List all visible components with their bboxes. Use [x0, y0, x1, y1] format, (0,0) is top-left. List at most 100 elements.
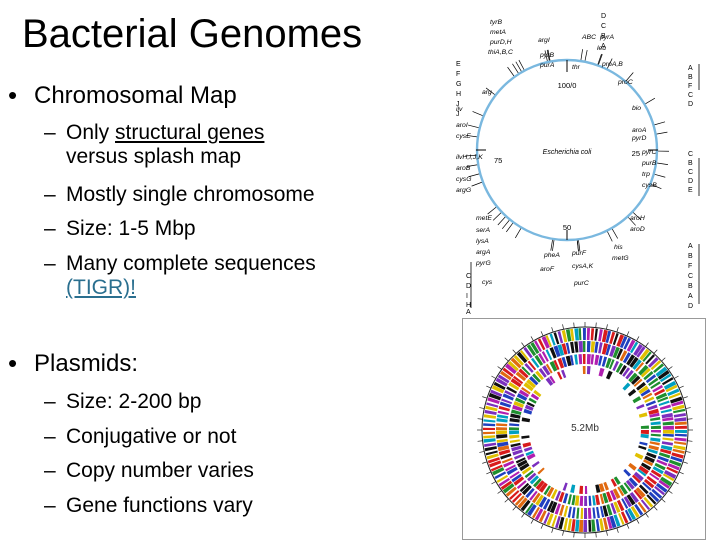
- sub-structural-genes-prefix: Only: [66, 121, 115, 144]
- gene-label: argI: [538, 37, 550, 44]
- gene-segment: [583, 520, 587, 532]
- gene-segment: [585, 486, 587, 494]
- organism-label: Escherichia coli: [543, 149, 592, 156]
- gene-segment: [483, 432, 495, 435]
- gene-segment: [588, 508, 592, 519]
- gene-label: argG: [456, 187, 471, 194]
- ring-tick: [606, 324, 607, 329]
- position-0-label: 100/0: [558, 81, 577, 90]
- gene-segment: [572, 507, 576, 518]
- gene-segment: [675, 426, 687, 429]
- cluster-letter: D: [466, 283, 471, 290]
- ring-tick: [531, 336, 534, 340]
- ring-tick: [646, 343, 649, 347]
- gene-segment: [587, 354, 591, 364]
- structural-genes-underlined: structural genes: [115, 121, 264, 144]
- gene-segment: [496, 427, 507, 430]
- ring-tick: [679, 386, 684, 388]
- gene-segment: [568, 494, 572, 504]
- gene-segment: [583, 328, 586, 340]
- cluster-letter: F: [456, 71, 460, 78]
- ring-tick: [668, 491, 672, 494]
- cluster-letter: B: [688, 160, 693, 167]
- gene-segment: [598, 329, 603, 341]
- gene-segment: [483, 435, 495, 438]
- ring-tick: [627, 524, 629, 529]
- ring-tick: [683, 462, 688, 464]
- ring-tick: [498, 367, 502, 370]
- ring-tick: [637, 336, 640, 340]
- bullet-dot: •: [8, 80, 17, 111]
- ring-tick: [531, 519, 534, 523]
- ring-tick: [479, 451, 484, 452]
- ring-tick: [668, 367, 672, 370]
- cluster-letter: J: [456, 111, 460, 118]
- sub-dash: –: [44, 217, 56, 241]
- ring-tick: [498, 491, 502, 494]
- gene-segment: [591, 354, 594, 364]
- gene-segment: [576, 508, 579, 519]
- gene-segment: [498, 411, 509, 415]
- gene-segment: [484, 443, 496, 447]
- sub-dash: –: [44, 183, 56, 207]
- gene-segment: [651, 434, 661, 437]
- ring-tick: [522, 343, 525, 347]
- gene-label: serA: [476, 227, 490, 234]
- ring-tick: [482, 397, 487, 399]
- gene-segment: [510, 439, 520, 443]
- gene-marker-line: [656, 163, 668, 165]
- gene-segment: [485, 446, 497, 451]
- gene-segment: [591, 328, 595, 340]
- gene-marker-line: [473, 111, 484, 116]
- sub-conjugative: Conjugative or not: [66, 425, 236, 449]
- gene-label: purB: [641, 160, 657, 167]
- gene-label: cysB: [642, 182, 657, 189]
- gene-marker-line: [472, 182, 483, 186]
- gene-segment: [650, 441, 660, 445]
- gene-label: thiA,B,C: [488, 49, 513, 56]
- ring-tick: [482, 462, 487, 464]
- gene-marker-line: [493, 212, 502, 220]
- gene-segment: [592, 495, 596, 505]
- cluster-letter: F: [688, 83, 692, 90]
- gene-label: tyrB: [490, 19, 503, 26]
- gene-segment: [571, 495, 575, 505]
- gene-segment: [589, 496, 592, 506]
- sub-complete-sequences: Many complete sequences (TIGR)!: [66, 252, 316, 300]
- cluster-letter: C: [688, 273, 693, 280]
- gene-marker-line: [585, 50, 587, 62]
- gene-segment: [675, 430, 687, 433]
- cluster-letter: J: [456, 101, 460, 108]
- gene-label: aroB: [456, 165, 471, 172]
- gene-segment: [521, 435, 529, 438]
- ring-tick: [563, 324, 564, 329]
- gene-segment: [557, 371, 562, 379]
- gene-marker-line: [508, 67, 515, 77]
- gene-segment: [591, 520, 595, 532]
- gene-segment: [483, 423, 495, 426]
- gene-label: aroD: [630, 226, 645, 233]
- gene-segment: [523, 442, 532, 448]
- ring-tick: [627, 331, 629, 336]
- ring-tick: [479, 408, 484, 409]
- gene-segment: [675, 421, 687, 425]
- ring-tick: [674, 376, 678, 379]
- gene-segment: [632, 396, 641, 403]
- cluster-letter: D: [688, 101, 693, 108]
- gene-segment: [674, 413, 686, 417]
- position-50-label: 50: [563, 223, 571, 232]
- gene-label: his: [614, 244, 623, 251]
- ring-tick: [505, 499, 509, 502]
- gene-label: cysE: [456, 133, 471, 140]
- gene-segment: [650, 438, 660, 443]
- ring-tick: [662, 358, 666, 361]
- cluster-letter: G: [456, 81, 461, 88]
- sub-complete-sequences-text: Many complete sequences: [66, 252, 316, 275]
- ring-tick: [513, 507, 516, 511]
- gene-segment: [639, 442, 647, 446]
- tigr-link[interactable]: (TIGR)!: [66, 276, 136, 299]
- cluster-letter: H: [466, 302, 471, 309]
- cluster-letter: A: [688, 65, 693, 72]
- gene-segment: [570, 342, 575, 353]
- ring-tick: [687, 441, 692, 442]
